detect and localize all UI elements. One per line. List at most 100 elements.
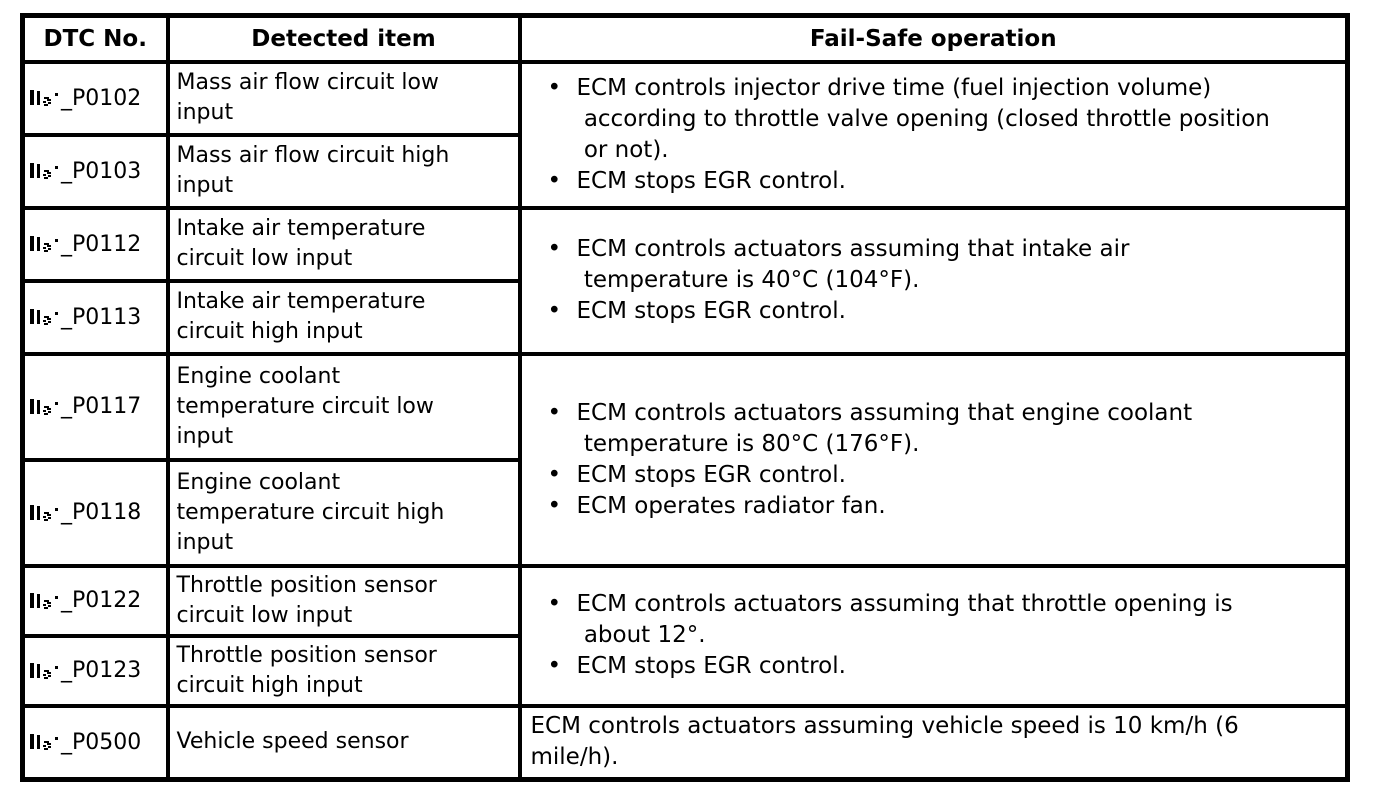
dtc-artifact-icon [30, 397, 60, 417]
table-row: _P0117 Engine coolant temperature circui… [20, 351, 1350, 568]
failsafe-bullet-item: • ECM controls actuators assuming that i… [548, 234, 1338, 296]
detected-item-text: Vehicle speed sensor [176, 729, 409, 755]
detected-item-cell: Throttle position sensor circuit low inp… [165, 563, 522, 638]
detected-item-cell: Intake air temperature circuit high inpu… [165, 278, 522, 356]
failsafe-bullet-item: • ECM controls actuators assuming that e… [548, 398, 1338, 460]
dtc-code: _P0500 [61, 729, 142, 755]
failsafe-cell: ECM controls actuators assuming vehicle … [517, 703, 1350, 782]
bullet-icon: • [547, 492, 562, 519]
failsafe-bullet-item: • ECM operates radiator fan. [548, 491, 1338, 522]
failsafe-text: ECM controls actuators assuming that int… [576, 236, 1130, 293]
bullet-icon: • [547, 298, 562, 324]
dtc-cell: _P0117 [20, 351, 170, 462]
document-page: DTC No. Detected item Fail-Safe operatio… [20, 13, 1350, 782]
bullet-icon: • [547, 591, 562, 617]
dtc-code: _P0122 [61, 588, 142, 613]
header-failsafe-operation: Fail-Safe operation [517, 13, 1350, 64]
detected-item-text: Intake air temperature circuit high inpu… [176, 289, 426, 344]
detected-item-text: Engine coolant temperature circuit high … [176, 469, 445, 555]
failsafe-cell: • ECM controls actuators assuming that e… [517, 351, 1350, 568]
failsafe-cell: • ECM controls injector drive time (fuel… [517, 59, 1350, 210]
header-row: DTC No. Detected item Fail-Safe operatio… [20, 13, 1350, 64]
failsafe-bullet-item: • ECM stops EGR control. [548, 460, 1338, 491]
dtc-value: _P0113 [30, 305, 164, 330]
table-row: _P0118 Engine coolant temperature circui… [20, 457, 1348, 568]
dtc-value: _P0103 [30, 159, 164, 184]
table-row: _P0102 Mass air flow circuit low input •… [20, 59, 1350, 210]
failsafe-bullet-item: • ECM controls actuators assuming that t… [548, 589, 1338, 651]
dtc-code: _P0113 [61, 304, 142, 330]
bullet-icon: • [547, 74, 562, 101]
detected-item-cell: Engine coolant temperature circuit low i… [165, 351, 522, 462]
bullet-icon: • [547, 399, 562, 426]
detected-item-cell: Vehicle speed sensor [165, 703, 522, 782]
dtc-cell: _P0122 [20, 563, 170, 638]
failsafe-bullet-item: • ECM stops EGR control. [548, 651, 1338, 682]
dtc-value: _P0117 [30, 394, 164, 419]
detected-item-cell: Mass air flow circuit low input [165, 59, 522, 137]
failsafe-bullet-item: • ECM stops EGR control. [548, 296, 1338, 327]
detected-item-cell: Engine coolant temperature circuit high … [165, 457, 522, 568]
detected-item-text: Throttle position sensor circuit low inp… [176, 572, 437, 628]
dtc-cell: _P0113 [20, 278, 170, 356]
dtc-cell: _P0112 [20, 205, 170, 283]
failsafe-text: ECM controls actuators assuming that thr… [576, 591, 1233, 648]
dtc-value: _P0122 [30, 588, 164, 613]
table-row: _P0112 Intake air temperature circuit lo… [20, 205, 1350, 356]
dtc-cell: _P0500 [20, 703, 170, 782]
dtc-value: _P0102 [30, 86, 164, 111]
table-row: _P0123 Throttle position sensor circuit … [20, 633, 1348, 708]
bullet-icon: • [547, 236, 562, 262]
dtc-code: _P0112 [61, 231, 142, 257]
detected-item-text: Intake air temperature circuit low input [176, 216, 426, 271]
detected-item-cell: Intake air temperature circuit low input [165, 205, 522, 283]
dtc-cell: _P0102 [20, 59, 170, 137]
detected-item-text: Mass air flow circuit high input [176, 143, 450, 198]
failsafe-bullet-item: • ECM stops EGR control. [548, 166, 1338, 197]
failsafe-text: ECM stops EGR control. [576, 298, 846, 324]
detected-item-cell: Throttle position sensor circuit high in… [165, 633, 522, 708]
dtc-code: _P0118 [61, 500, 142, 525]
bullet-icon: • [547, 653, 562, 679]
dtc-artifact-icon [30, 591, 60, 611]
failsafe-text: ECM stops EGR control. [576, 461, 846, 488]
detected-item-text: Engine coolant temperature circuit low i… [176, 363, 434, 449]
dtc-artifact-icon [30, 307, 60, 327]
dtc-artifact-icon [30, 88, 60, 108]
detected-item-text: Throttle position sensor circuit high in… [176, 642, 437, 698]
dtc-value: _P0500 [30, 730, 164, 755]
dtc-artifact-icon [30, 732, 60, 752]
failsafe-text: ECM stops EGR control. [576, 653, 846, 679]
bullet-icon: • [547, 167, 562, 194]
table-row: _P0103 Mass air flow circuit high input [20, 132, 1348, 210]
failsafe-bullet-item: • ECM controls injector drive time (fuel… [548, 73, 1338, 166]
dtc-code: _P0117 [61, 394, 142, 419]
dtc-artifact-icon [30, 234, 60, 254]
failsafe-text: ECM stops EGR control. [576, 167, 846, 194]
detected-item-cell: Mass air flow circuit high input [165, 132, 522, 210]
failsafe-text: ECM operates radiator fan. [576, 492, 886, 519]
dtc-artifact-icon [30, 503, 60, 523]
failsafe-text: ECM controls injector drive time (fuel i… [576, 74, 1270, 163]
dtc-artifact-icon [30, 661, 60, 681]
dtc-failsafe-table: DTC No. Detected item Fail-Safe operatio… [20, 13, 1350, 782]
dtc-code: _P0123 [61, 658, 142, 683]
failsafe-text: ECM controls actuators assuming that eng… [576, 399, 1193, 457]
failsafe-text: ECM controls actuators assuming vehicle … [530, 713, 1239, 771]
header-detected-item: Detected item [165, 13, 522, 64]
header-dtc-no: DTC No. [20, 13, 170, 64]
dtc-code: _P0102 [61, 85, 142, 111]
bullet-icon: • [547, 461, 562, 488]
table-row: _P0113 Intake air temperature circuit hi… [20, 278, 1348, 356]
dtc-artifact-icon [30, 161, 60, 181]
dtc-code: _P0103 [61, 158, 142, 184]
detected-item-text: Mass air flow circuit low input [176, 70, 439, 125]
failsafe-cell: • ECM controls actuators assuming that i… [517, 205, 1350, 356]
table-row: _P0122 Throttle position sensor circuit … [20, 563, 1350, 708]
dtc-cell: _P0123 [20, 633, 170, 708]
table-row: _P0500 Vehicle speed sensor ECM controls… [20, 703, 1350, 782]
dtc-cell: _P0103 [20, 132, 170, 210]
dtc-value: _P0123 [30, 658, 164, 683]
dtc-cell: _P0118 [20, 457, 170, 568]
failsafe-cell: • ECM controls actuators assuming that t… [517, 563, 1350, 708]
